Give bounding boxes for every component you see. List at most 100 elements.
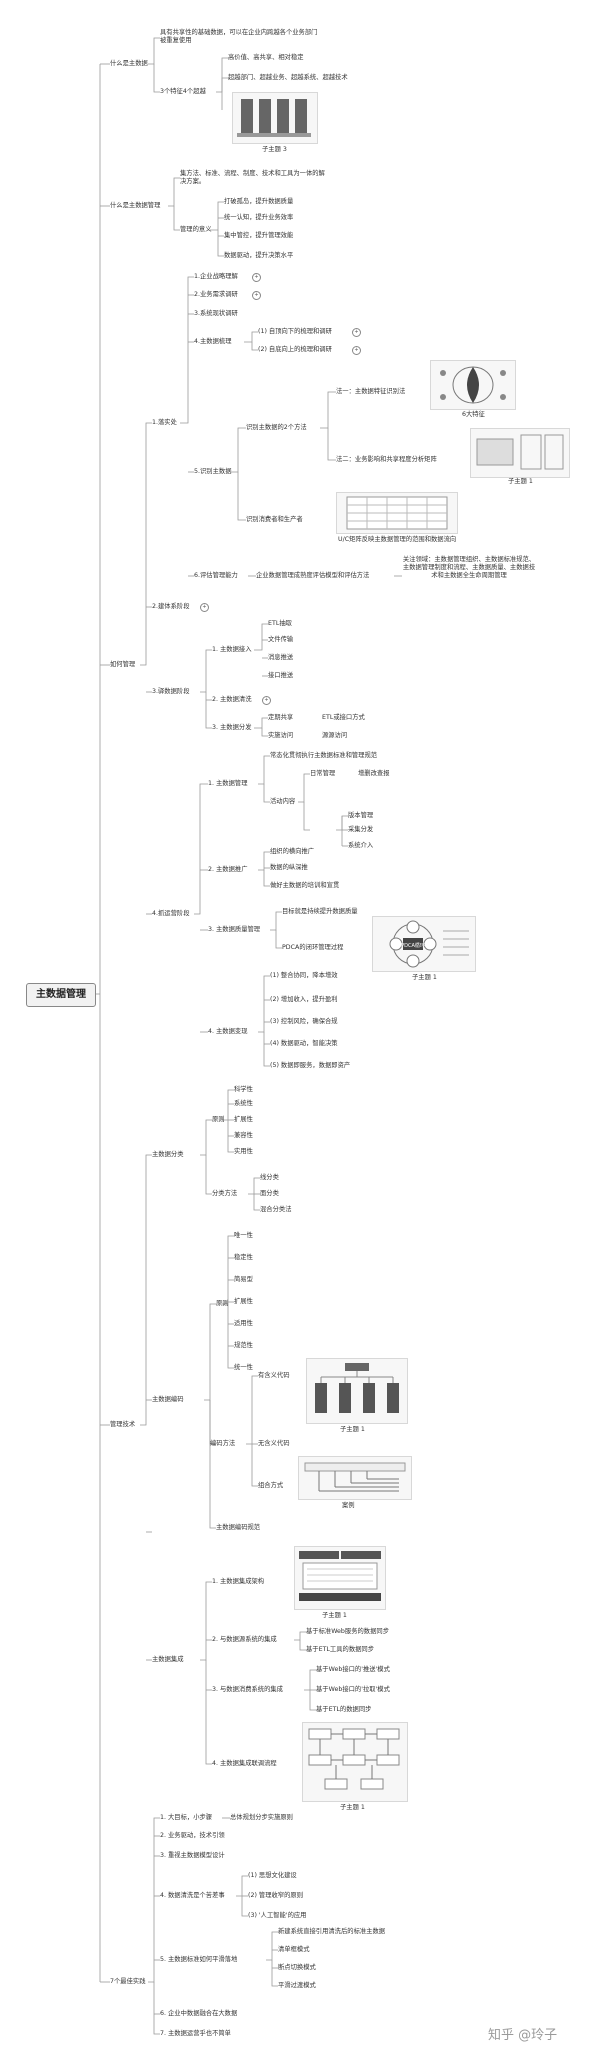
node-consume-2[interactable]: 基于Web接口的'拉取'模式 — [316, 1686, 390, 1693]
node-consumer[interactable]: 识别消费者和生产者 — [246, 516, 303, 523]
node-activities[interactable]: 活动内容 — [270, 798, 296, 805]
node-value-5[interactable]: (5) 数据即服务，数据即资产 — [270, 1062, 351, 1069]
node-build-stage[interactable]: 2.建体系阶段 — [152, 603, 190, 610]
expand-badge[interactable]: + — [252, 291, 261, 300]
node-promo-2[interactable]: 数据的纵深推 — [270, 864, 308, 871]
node-value-2[interactable]: (2) 增加收入，提升盈利 — [270, 996, 338, 1003]
node-promo-3[interactable]: 做好主数据的培训和宣贯 — [270, 882, 340, 889]
node-ops-quality[interactable]: 3. 主数据质量管理 — [208, 926, 261, 933]
node-assess-focus[interactable]: 关注领域：主数据管理组织、主数据标准规范、主数据管理制度和流程、主数据质量、主数… — [402, 556, 536, 579]
node-dist-realtime[interactable]: 实施访问 — [268, 732, 294, 739]
node-what-desc[interactable]: 具有共享性的基础数据，可以在企业内跨越各个业务部门被重复使用 — [160, 29, 318, 44]
node-cm-2[interactable]: 面分类 — [260, 1190, 279, 1197]
node-features[interactable]: 3个特征4个超越 — [160, 88, 206, 95]
node-impl-5[interactable]: 5.识别主数据 — [194, 468, 232, 475]
node-value-1[interactable]: (1) 整合协同，降本增效 — [270, 972, 338, 979]
node-sort-2[interactable]: (2) 自底向上的梳理和调研 — [258, 346, 332, 353]
node-classify-method[interactable]: 分类方法 — [212, 1190, 238, 1197]
expand-badge[interactable]: + — [200, 603, 209, 612]
node-std-3[interactable]: 断点切换模式 — [278, 1964, 316, 1971]
node-classify-principle[interactable]: 原则 — [212, 1116, 225, 1123]
node-cop-5[interactable]: 适用性 — [234, 1320, 253, 1327]
node-meaning-1[interactable]: 打破孤岛，提升数据质量 — [224, 198, 294, 205]
node-method-2[interactable]: 法二：业务影响和共享程度分析矩阵 — [336, 456, 437, 463]
node-cop-1[interactable]: 唯一性 — [234, 1232, 253, 1239]
node-dist-periodic[interactable]: 定期共享 — [268, 714, 294, 721]
node-dist-source[interactable]: 源源访问 — [322, 732, 348, 739]
node-src-1[interactable]: 基于标准Web服务的数据同步 — [306, 1628, 389, 1635]
node-meaning-3[interactable]: 集中管控，提升管理效能 — [224, 232, 294, 239]
node-access-file[interactable]: 文件传输 — [268, 636, 294, 643]
node-std-2[interactable]: 清单框模式 — [278, 1946, 310, 1953]
node-com-2[interactable]: 无含义代码 — [258, 1440, 290, 1447]
node-std-4[interactable]: 平滑过渡模式 — [278, 1982, 316, 1989]
node-integ-4[interactable]: 4. 主数据集成联调流程 — [212, 1760, 277, 1767]
node-integ-2[interactable]: 2. 与数据源系统的集成 — [212, 1636, 277, 1643]
node-value-3[interactable]: (3) 控制风险，确保合规 — [270, 1018, 338, 1025]
node-sort-1[interactable]: (1) 自顶向下的梳理和调研 — [258, 328, 332, 335]
node-impl-4[interactable]: 4.主数据梳理 — [194, 338, 232, 345]
node-access[interactable]: 1. 主数据接入 — [212, 646, 252, 653]
node-std-1[interactable]: 新建系统直接引用清洗后的标准主数据 — [278, 1928, 386, 1935]
node-how-to-manage[interactable]: 如何管理 — [110, 661, 136, 668]
node-promo-1[interactable]: 组织的横向推广 — [270, 848, 315, 855]
node-feature-2[interactable]: 超越部门、超越业务、超越系统、超越技术 — [228, 74, 348, 81]
node-practice-4[interactable]: 4. 数据清洗是个苦差事 — [160, 1892, 225, 1899]
node-ops-stage[interactable]: 4.抓运营阶段 — [152, 910, 190, 917]
node-manage-top[interactable]: 常态化贯彻执行主数据标准和管理规范 — [270, 752, 378, 759]
node-landing-stage[interactable]: 3.驿数据阶段 — [152, 688, 190, 695]
node-cp-3[interactable]: 扩展性 — [234, 1116, 253, 1123]
node-assess[interactable]: 企业数据管理成熟度评估模型和评估方法 — [256, 572, 370, 579]
node-value-4[interactable]: (4) 数据驱动，智能决策 — [270, 1040, 338, 1047]
node-what-is-mdm[interactable]: 什么是主数据管理 — [110, 202, 161, 209]
node-daily-crud[interactable]: 增删改查报 — [358, 770, 390, 777]
node-identify-methods[interactable]: 识别主数据的2个方法 — [246, 424, 307, 431]
node-quality-1[interactable]: 目标就是持续提升数据质量 — [282, 908, 358, 915]
node-practice-1-right[interactable]: 总体规划分步实施原则 — [230, 1814, 293, 1821]
node-coding-principle[interactable]: 原则 — [216, 1300, 229, 1307]
node-quality-2[interactable]: PDCA的闭环管理过程 — [282, 944, 344, 951]
node-coding-spec[interactable]: 主数据编码规范 — [216, 1524, 261, 1531]
node-method-1[interactable]: 法一：主数据特征识别法 — [336, 388, 406, 395]
node-classify[interactable]: 主数据分类 — [152, 1151, 184, 1158]
node-distribution[interactable]: 3. 主数据分发 — [212, 724, 252, 731]
node-tech[interactable]: 管理技术 — [110, 1421, 136, 1428]
node-activity-collect[interactable]: 采集分发 — [348, 826, 374, 833]
node-impl-3[interactable]: 3.系统现状调研 — [194, 310, 238, 317]
node-practice-3[interactable]: 3. 重视主数据模型设计 — [160, 1852, 225, 1859]
node-activity-system[interactable]: 系统介入 — [348, 842, 374, 849]
node-cp-2[interactable]: 系统性 — [234, 1100, 253, 1107]
node-activity-version[interactable]: 版本管理 — [348, 812, 374, 819]
node-coding-method[interactable]: 编码方法 — [210, 1440, 236, 1447]
node-integ-1[interactable]: 1. 主数据集成架构 — [212, 1578, 265, 1585]
node-integ-3[interactable]: 3. 与数据消费系统的集成 — [212, 1686, 283, 1693]
node-impl-1[interactable]: 1.企业战略理解 — [194, 273, 238, 280]
node-practice-1[interactable]: 1. 大目标，小步骤 — [160, 1814, 213, 1821]
node-access-msg[interactable]: 消息推送 — [268, 654, 294, 661]
node-practice-5[interactable]: 5. 主数据标准如何平滑落地 — [160, 1956, 238, 1963]
node-cp-5[interactable]: 实用性 — [234, 1148, 253, 1155]
node-practice[interactable]: 7个最佳实践 — [110, 1978, 146, 1985]
node-practice-6[interactable]: 6. 企业中数据融合在大数据 — [160, 2010, 238, 2017]
expand-badge[interactable]: + — [352, 346, 361, 355]
node-cleaning-2[interactable]: (2) 管理收窄的原则 — [248, 1892, 303, 1899]
node-ops-value[interactable]: 4. 主数据变现 — [208, 1028, 248, 1035]
node-consume-3[interactable]: 基于ETL的数据同步 — [316, 1706, 372, 1713]
node-coding[interactable]: 主数据编码 — [152, 1396, 184, 1403]
node-mdm-meaning[interactable]: 管理的意义 — [180, 226, 212, 233]
node-integration[interactable]: 主数据集成 — [152, 1656, 184, 1663]
node-consume-1[interactable]: 基于Web接口的'推送'模式 — [316, 1666, 390, 1673]
root-node[interactable]: 主数据管理 — [26, 983, 96, 1007]
node-access-api[interactable]: 接口推送 — [268, 672, 294, 679]
node-cleaning[interactable]: 2. 主数据清洗 — [212, 696, 252, 703]
node-practice-2[interactable]: 2. 业务驱动，技术引领 — [160, 1832, 225, 1839]
node-cp-4[interactable]: 兼容性 — [234, 1132, 253, 1139]
node-cop-7[interactable]: 统一性 — [234, 1364, 253, 1371]
node-cleaning-3[interactable]: (3) '人工智能'的应用 — [248, 1912, 307, 1919]
node-feature-1[interactable]: 高价值、高共享、相对稳定 — [228, 54, 304, 61]
node-ops-promo[interactable]: 2. 主数据推广 — [208, 866, 248, 873]
node-cp-1[interactable]: 科学性 — [234, 1086, 253, 1093]
node-daily[interactable]: 日常管理 — [310, 770, 336, 777]
node-com-3[interactable]: 组合方式 — [258, 1482, 284, 1489]
node-impl-stage[interactable]: 1.落实处 — [152, 419, 177, 426]
